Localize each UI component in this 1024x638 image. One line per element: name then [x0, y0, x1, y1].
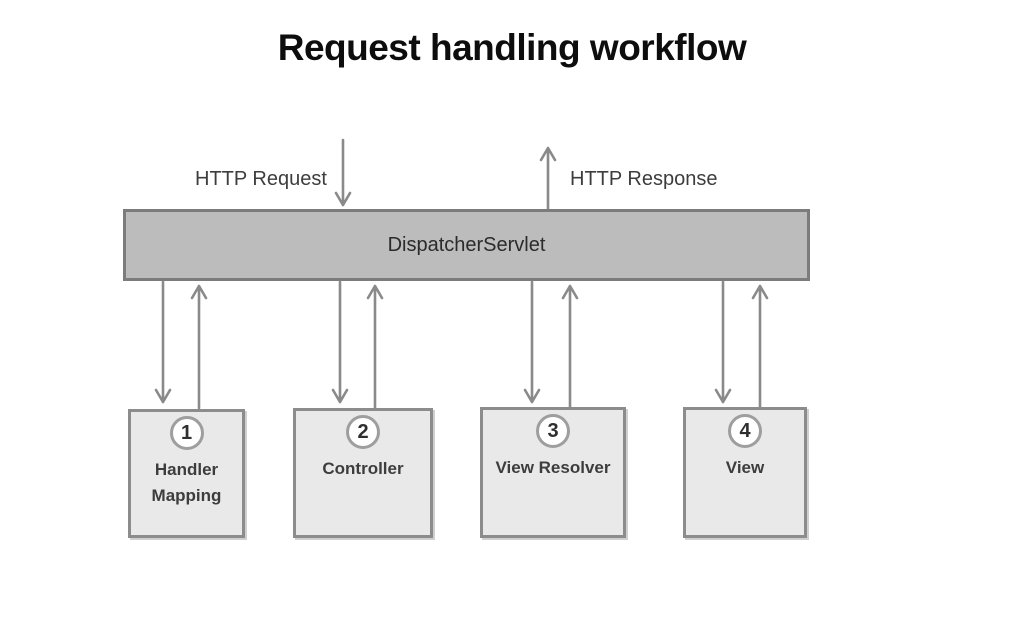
step-number-badge: 4	[728, 414, 762, 448]
arrow-servlet-to-view	[714, 280, 732, 404]
step-number: 1	[180, 421, 193, 444]
arrow-controller-to-servlet	[366, 284, 384, 410]
arrow-view-to-servlet	[751, 284, 769, 410]
arrow-servlet-to-controller	[331, 280, 349, 404]
step-number: 2	[357, 420, 369, 443]
node-controller: 2 Controller	[293, 408, 433, 538]
arrow-servlet-to-handler-mapping	[154, 280, 172, 404]
step-number: 4	[739, 419, 751, 442]
step-number-badge: 1	[169, 416, 204, 450]
http-request-label: HTTP Request	[195, 168, 327, 190]
arrow-http-request	[334, 138, 352, 207]
page-title: Request handling workflow	[277, 27, 747, 68]
node-label: View Resolver	[495, 458, 611, 477]
http-response-label: HTTP Response	[570, 168, 718, 190]
arrow-view-resolver-to-servlet	[561, 284, 579, 410]
node-view-resolver: 3 View Resolver	[480, 407, 626, 538]
step-number: 3	[547, 419, 559, 442]
arrow-http-response	[539, 146, 557, 211]
arrow-servlet-to-view-resolver	[523, 280, 541, 404]
dispatcher-servlet-box: DispatcherServlet	[123, 209, 810, 281]
arrow-handler-mapping-to-servlet	[190, 284, 208, 410]
node-handler-mapping: 1 Handler Mapping	[128, 409, 245, 538]
node-label: Controller	[322, 459, 404, 478]
step-number-badge: 3	[536, 414, 570, 448]
node-label: Handler Mapping	[151, 460, 222, 505]
node-label: View	[725, 458, 765, 477]
step-number-badge: 2	[346, 415, 380, 449]
node-view: 4 View	[683, 407, 807, 538]
dispatcher-servlet-label: DispatcherServlet	[387, 233, 546, 256]
